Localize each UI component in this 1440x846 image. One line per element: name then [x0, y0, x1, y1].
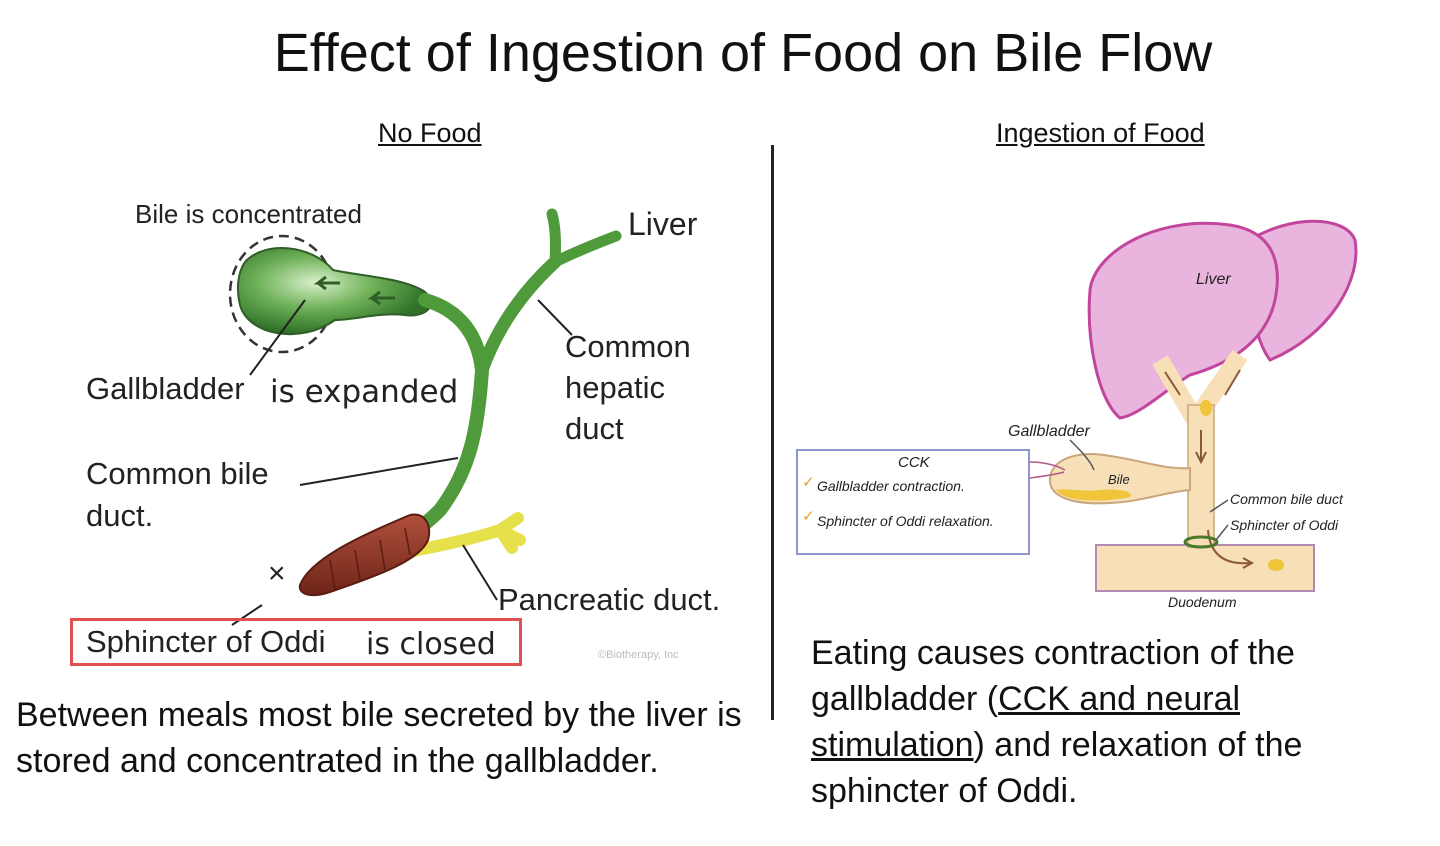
bile-drop-2: [1268, 559, 1284, 571]
sphincter-ring: [1183, 535, 1219, 549]
cck-item-gallbladder: Gallbladder contraction.: [817, 478, 965, 494]
ingestion-caption-underlined: CCK and neural stimulation: [811, 680, 1241, 764]
cck-box: [796, 449, 1030, 555]
common-hepatic-duct: [475, 255, 562, 377]
page-title: Effect of Ingestion of Food on Bile Flow: [273, 23, 1213, 83]
common-bile-label-1: Common bile: [86, 456, 269, 491]
cck-arrows: [1029, 461, 1066, 479]
hepatic-branch-2: [549, 230, 622, 268]
panel-divider: [771, 145, 774, 720]
bile-in-gallbladder: [1056, 489, 1131, 501]
cck-item-sphincter: Sphincter of Oddi relaxation.: [817, 513, 994, 529]
common-bile-duct-label-right: Common bile duct: [1230, 491, 1343, 507]
flow-arrow-2: [367, 290, 395, 306]
ingestion-caption: Eating causes contraction of the gallbla…: [811, 630, 1411, 814]
bile-concentrated-label: Bile is concentrated: [135, 199, 362, 229]
no-food-caption: Between meals most bile secreted by the …: [16, 696, 742, 780]
sphincter-closed-box: [70, 618, 522, 666]
common-hepatic-label-1: Common: [565, 329, 691, 364]
duodenum-label: Duodenum: [1168, 594, 1237, 610]
sphincter-texture: [329, 527, 411, 591]
copyright-label: ©Biotherapy, Inc: [598, 649, 679, 661]
leader-sphincter-right: [1215, 524, 1229, 541]
bile-drop-1: [1200, 400, 1212, 416]
leader-common-hepatic: [537, 299, 573, 336]
leader-gallbladder: [249, 299, 306, 376]
liver-label: Liver: [628, 206, 698, 242]
ingestion-caption-part2: ) and relaxation of the sphincter of Odd…: [811, 726, 1303, 810]
bile-label-right: Bile: [1108, 472, 1130, 487]
leader-cbd-right: [1209, 499, 1229, 513]
gallbladder-label: Gallbladder: [86, 371, 245, 406]
ingestion-heading: Ingestion of Food: [996, 118, 1205, 148]
sphincter-label: Sphincter of Oddi: [86, 624, 326, 659]
flow-arrow-1: [313, 275, 340, 291]
is-expanded-label: is expanded: [270, 374, 459, 410]
flow-arrow-duct: [1195, 430, 1207, 465]
common-bile-duct-shape: [1187, 404, 1215, 548]
ingestion-caption-part1: Eating causes contraction of the gallbla…: [811, 634, 1295, 718]
pancreatic-duct-label: Pancreatic duct.: [498, 582, 721, 617]
check-icon: ✓: [802, 508, 815, 525]
leader-sphincter: [231, 604, 263, 626]
common-bile-label-2: duct.: [86, 498, 154, 533]
leader-common-bile: [299, 457, 459, 486]
check-icon: ✓: [802, 474, 815, 491]
leader-pancreatic: [462, 544, 498, 601]
liver-label-right: Liver: [1196, 271, 1231, 288]
common-hepatic-label-2: hepatic: [565, 370, 665, 405]
gallbladder-label-right: Gallbladder: [1008, 423, 1090, 440]
flow-arrow-liver: [1164, 369, 1241, 396]
common-hepatic-label-3: duct: [565, 411, 624, 446]
is-closed-label: is closed: [366, 627, 496, 662]
gallbladder-shape: [236, 247, 433, 336]
no-food-heading: No Food: [378, 118, 482, 148]
leader-gallbladder-right: [1069, 439, 1095, 471]
sphincter-label-right: Sphincter of Oddi: [1230, 517, 1339, 533]
cck-label: CCK: [898, 454, 930, 471]
liver-shape-left-lobe: [1087, 221, 1279, 420]
closed-x-mark: ×: [268, 557, 286, 590]
